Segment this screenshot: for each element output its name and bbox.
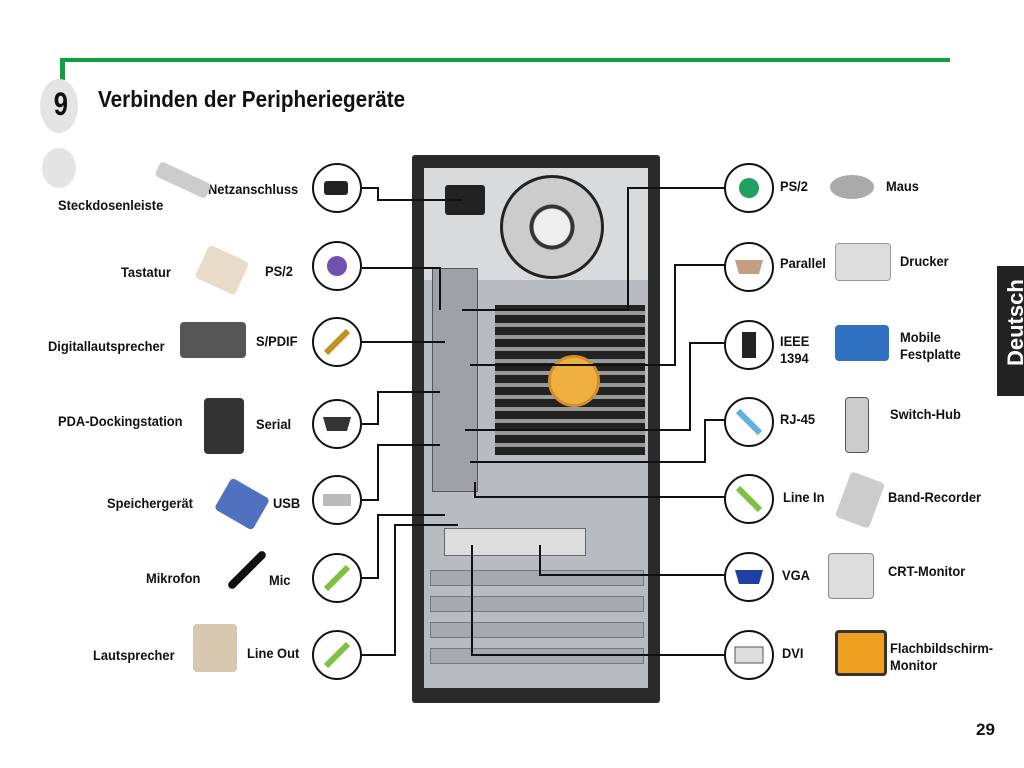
usb-circle: [312, 475, 362, 525]
mic-circle: [312, 553, 362, 603]
audio-plug-icon: [735, 485, 763, 513]
ps2-plug-icon: [739, 178, 759, 198]
pda-image: [204, 398, 244, 454]
parallel-circle: [724, 242, 774, 292]
port-label: PS/2: [265, 263, 293, 279]
line-in-circle: [724, 474, 774, 524]
port-label: VGA: [782, 567, 810, 583]
crt-monitor-image: [828, 553, 874, 599]
case-fan: [548, 355, 600, 407]
external-drive-image: [835, 325, 889, 361]
power-connector-circle: [312, 163, 362, 213]
line-out-circle: [312, 630, 362, 680]
step-number: 9: [53, 86, 69, 122]
serial-plug-icon: [323, 417, 351, 431]
rj45-circle: [724, 397, 774, 447]
vga-circle: [724, 552, 774, 602]
ieee1394-circle: [724, 320, 774, 370]
language-tab: Deutsch: [997, 266, 1024, 396]
port-label: Parallel: [780, 255, 826, 271]
device-label: Tastatur: [121, 264, 171, 280]
port-label: RJ-45: [780, 411, 816, 427]
spdif-circle: [312, 317, 362, 367]
flat-panel-monitor-image: [835, 630, 887, 676]
device-label: Lautsprecher: [93, 647, 175, 663]
serial-circle: [312, 399, 362, 449]
device-label: Steckdosenleiste: [58, 197, 164, 213]
port-label: Netzanschluss: [208, 181, 299, 197]
power-plug-icon: [324, 181, 348, 195]
dvi-plug-icon: [734, 646, 764, 664]
port-label: IEEE 1394: [780, 333, 810, 366]
device-label: Digitallautsprecher: [48, 338, 165, 354]
port-label: PS/2: [780, 178, 808, 194]
speakers-image: [180, 322, 246, 358]
port-label: DVI: [782, 645, 804, 661]
audio-plug-icon: [323, 564, 351, 592]
graphics-card-bracket: [444, 528, 586, 556]
port-label: Line Out: [247, 645, 300, 661]
device-label: Speichergerät: [107, 495, 193, 511]
parallel-plug-icon: [735, 260, 763, 274]
device-label: Mikrofon: [146, 570, 201, 586]
device-label: Mobile Festplatte: [900, 329, 961, 362]
expansion-slot: [430, 596, 644, 612]
vga-plug-icon: [735, 570, 763, 584]
usb-plug-icon: [323, 494, 351, 506]
language-tab-label: Deutsch: [1003, 279, 1024, 366]
speakers-image: [193, 624, 237, 672]
ps2-mouse-circle: [724, 163, 774, 213]
mouse-image: [830, 175, 874, 199]
page-number: 29: [976, 720, 995, 739]
device-label: PDA-Dockingstation: [58, 413, 183, 429]
device-label: Switch-Hub: [890, 406, 961, 422]
spdif-plug-icon: [323, 328, 351, 356]
port-label: USB: [273, 495, 301, 511]
device-label: Drucker: [900, 253, 949, 269]
firewire-plug-icon: [742, 332, 756, 358]
expansion-slot: [430, 622, 644, 638]
psu-fan: [500, 175, 604, 279]
port-label: S/PDIF: [256, 333, 298, 349]
ps2-plug-icon: [327, 256, 347, 276]
port-label: Line In: [783, 489, 825, 505]
ethernet-plug-icon: [735, 408, 763, 436]
port-label: Serial: [256, 416, 292, 432]
header-rule-vertical: [60, 58, 65, 80]
switch-hub-image: [845, 397, 869, 453]
device-label: Flachbildschirm-Monitor: [890, 640, 994, 673]
device-label: Band-Recorder: [888, 489, 982, 505]
port-label: Mic: [269, 572, 291, 588]
device-label: CRT-Monitor: [888, 563, 966, 579]
header-rule: [60, 58, 950, 62]
footprint-icon: [40, 79, 78, 188]
page-title: Verbinden der Peripheriegeräte: [98, 86, 406, 112]
audio-plug-icon: [323, 641, 351, 669]
device-label: Maus: [886, 178, 919, 194]
ps2-keyboard-circle: [312, 241, 362, 291]
dvi-circle: [724, 630, 774, 680]
printer-image: [835, 243, 891, 281]
